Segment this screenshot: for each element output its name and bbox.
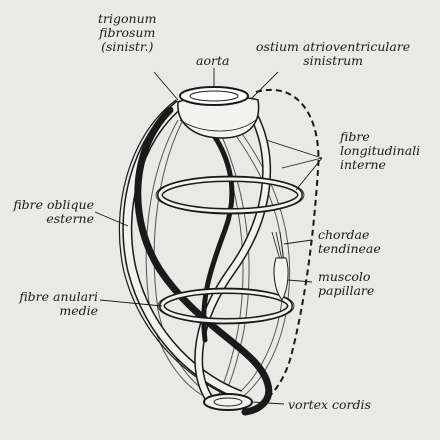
label-vortex-cordis: vortex cordis [288, 397, 371, 412]
label-trigonum-fibrosum: trigonum fibrosum (sinistr.) [98, 11, 157, 54]
label-fibre-anulari: fibre anulari medie [19, 289, 98, 318]
outer-black-fibre [134, 106, 273, 416]
leader-trigonum [153, 71, 179, 101]
leader-longitudinal-1 [265, 139, 323, 159]
label-muscolo-papillare: muscolo papillare [318, 269, 375, 298]
leader-chordae [283, 239, 313, 245]
leader-anulari [99, 299, 163, 307]
leader-longitudinal-2 [281, 157, 323, 169]
annular-ring-lower [157, 287, 295, 325]
annular-ring-upper [155, 175, 305, 215]
leader-longitudinal-3 [295, 157, 323, 191]
leader-lines [94, 68, 323, 405]
vortex-cordis [203, 393, 253, 411]
leader-oblique [94, 211, 129, 227]
label-ostium-atrioventriculare: ostium atrioventriculare sinistrum [256, 39, 411, 68]
leader-muscolo [287, 279, 313, 283]
oblique-fibre-band-right [194, 109, 272, 403]
chordae-tendineae [271, 231, 285, 263]
label-chordae-tendineae: chordae tendineae [318, 227, 381, 256]
label-aorta: aorta [196, 53, 230, 68]
label-fibre-oblique: fibre oblique esterne [13, 197, 94, 226]
leader-vortex [251, 401, 285, 405]
leader-ostium [251, 71, 279, 99]
label-fibre-longitudinali: fibre longitudinali interne [340, 129, 421, 172]
heart-base [177, 86, 260, 139]
outer-black-fibre-2 [197, 115, 235, 343]
heart-outline-dashed [251, 89, 320, 409]
papillary-muscle [273, 257, 289, 301]
